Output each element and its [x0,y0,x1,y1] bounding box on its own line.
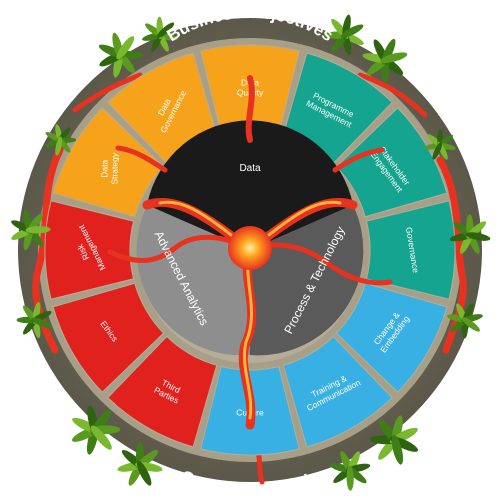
palm-cluster [117,442,163,486]
palm-leaf [346,465,354,491]
palm-cluster [98,32,143,78]
core-label-data: Data [239,163,261,174]
palm-cluster [324,14,364,56]
palm-leaf [340,24,364,38]
palm-leaf [156,22,175,39]
palm-leaf [461,317,480,332]
palm-leaf [380,52,408,63]
segment-change-embedding [335,282,448,393]
palm-leaf [90,425,112,450]
palm-cluster [11,209,51,251]
palm-cluster [142,16,178,52]
segment-risk-management [44,200,135,300]
lava-center [228,226,272,270]
palm-cluster [329,451,371,491]
palm-cluster [45,124,77,156]
palm-cluster [369,415,419,465]
segment-training-communication [282,335,393,448]
jungle-foliage [11,14,491,491]
palm-leaf [25,226,51,234]
segment-stakeholder-engagement [335,107,448,218]
palm-leaf [55,136,63,156]
palm-leaf [136,460,152,486]
segment-label-line: Strategy [109,152,119,184]
palm-leaf [116,36,135,60]
palm-cluster [16,301,52,339]
palm-leaf [432,141,443,160]
segment-label-line: Data [99,160,109,178]
palm-leaf [391,434,404,465]
palm-leaf [31,317,52,329]
segment-governance [365,200,456,300]
palm-leaf [465,232,491,241]
palm-cluster [449,214,491,254]
palm-cluster [71,405,121,455]
palm-cluster [362,38,408,83]
palm-cluster [424,128,456,160]
segment-third-parties [107,335,218,448]
advanced-analytics-core [136,205,250,356]
segment-ethics [52,282,165,393]
palm-cluster [447,303,483,339]
segment-data-strategy [52,107,165,218]
segment-label: DataStrategy [99,152,119,184]
